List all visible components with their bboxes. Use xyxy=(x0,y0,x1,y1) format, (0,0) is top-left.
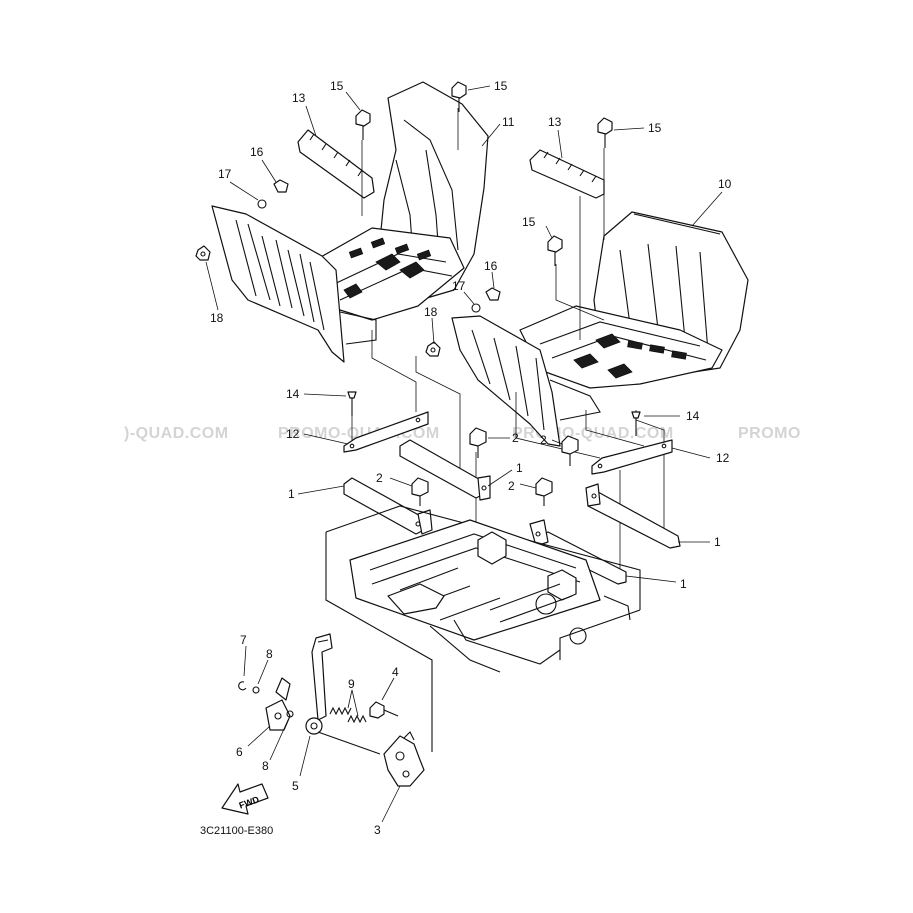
callout-16-right: 16 xyxy=(484,259,498,273)
callout-2-d: 2 xyxy=(508,479,515,493)
washer-17-a xyxy=(257,199,267,209)
callout-3: 3 xyxy=(374,823,381,837)
bolt-2-d xyxy=(535,477,553,506)
right-support-bracket-12 xyxy=(591,439,673,475)
pedal-linkage: FWD xyxy=(221,633,425,815)
callout-16-left: 16 xyxy=(250,145,264,159)
callout-15-b: 15 xyxy=(494,79,508,93)
bolt-2-a xyxy=(469,427,487,458)
forward-direction-arrow xyxy=(221,783,269,815)
callout-15-c: 15 xyxy=(648,121,662,135)
bolt-15-a xyxy=(355,109,371,140)
callout-8-b: 8 xyxy=(262,759,269,773)
clip-7 xyxy=(238,681,247,691)
return-spring-1 xyxy=(329,706,352,716)
callout-17-right: 17 xyxy=(452,279,466,293)
callout-9: 9 xyxy=(348,677,355,691)
washer-8b xyxy=(286,710,294,718)
callout-12-left: 12 xyxy=(286,427,300,441)
rivet-14-a xyxy=(347,391,357,416)
bolt-2-c xyxy=(561,435,579,466)
bolt-15-d xyxy=(547,235,563,266)
watermark-left: )-QUAD.COM xyxy=(124,425,229,442)
diagram-code: 3C21100-E380 xyxy=(200,825,273,837)
left-side-panel xyxy=(211,205,345,363)
callout-11: 11 xyxy=(502,115,515,129)
callout-17-left: 17 xyxy=(218,167,232,181)
callout-5: 5 xyxy=(292,779,299,793)
callout-8-a: 8 xyxy=(266,647,273,661)
callout-2-a: 2 xyxy=(512,431,519,445)
callout-1-d: 1 xyxy=(680,577,687,591)
bolt-15-b xyxy=(451,81,467,112)
brake-pedal-arm xyxy=(311,633,333,721)
washer-8a xyxy=(252,686,260,694)
watermark-right-partial: PROMO xyxy=(738,425,801,442)
callout-18-right: 18 xyxy=(424,305,438,319)
pivot-bracket-6 xyxy=(265,699,291,731)
right-footrest-assembly xyxy=(451,149,749,447)
rivet-14-b xyxy=(631,411,641,436)
callout-12-right: 12 xyxy=(716,451,730,465)
leader-lines xyxy=(205,85,723,823)
callout-7: 7 xyxy=(240,633,247,647)
right-footpeg xyxy=(529,149,605,199)
callout-1-c: 1 xyxy=(714,535,721,549)
right-bracket-1-upper xyxy=(587,491,681,549)
callout-18-left: 18 xyxy=(210,311,224,325)
callout-4: 4 xyxy=(392,665,399,679)
callout-6: 6 xyxy=(236,745,243,759)
return-spring-2 xyxy=(347,714,367,724)
right-side-panel xyxy=(451,315,561,447)
left-support-bracket-12 xyxy=(343,411,429,453)
bolt-16-b xyxy=(485,287,501,301)
callout-labels: 15 15 15 15 13 13 11 10 16 16 17 17 18 1… xyxy=(210,79,732,837)
left-footpeg xyxy=(297,129,375,199)
callout-1-b: 1 xyxy=(288,487,295,501)
callout-14-right: 14 xyxy=(686,409,700,423)
callout-13-right: 13 xyxy=(548,115,562,129)
frame-section xyxy=(325,505,641,752)
bolt-4 xyxy=(369,701,385,719)
callout-14-left: 14 xyxy=(286,387,300,401)
callout-1-a: 1 xyxy=(516,461,523,475)
callout-2-b: 2 xyxy=(376,471,383,485)
callout-15-d: 15 xyxy=(522,215,536,229)
nut-18-b xyxy=(425,341,441,357)
nut-18-a xyxy=(195,245,211,261)
bolt-16-a xyxy=(273,179,289,193)
washer-17-b xyxy=(471,303,481,313)
fasteners xyxy=(195,81,641,506)
right-footboard xyxy=(519,305,723,389)
left-footrest-assembly xyxy=(211,81,489,363)
lever-3 xyxy=(383,735,425,787)
callout-15-a: 15 xyxy=(330,79,344,93)
callout-10: 10 xyxy=(718,177,732,191)
callout-2-c: 2 xyxy=(540,433,547,447)
bolt-15-c xyxy=(597,117,613,148)
bracket-group xyxy=(343,411,681,585)
callout-13-left: 13 xyxy=(292,91,306,105)
bolt-2-b xyxy=(411,477,429,506)
